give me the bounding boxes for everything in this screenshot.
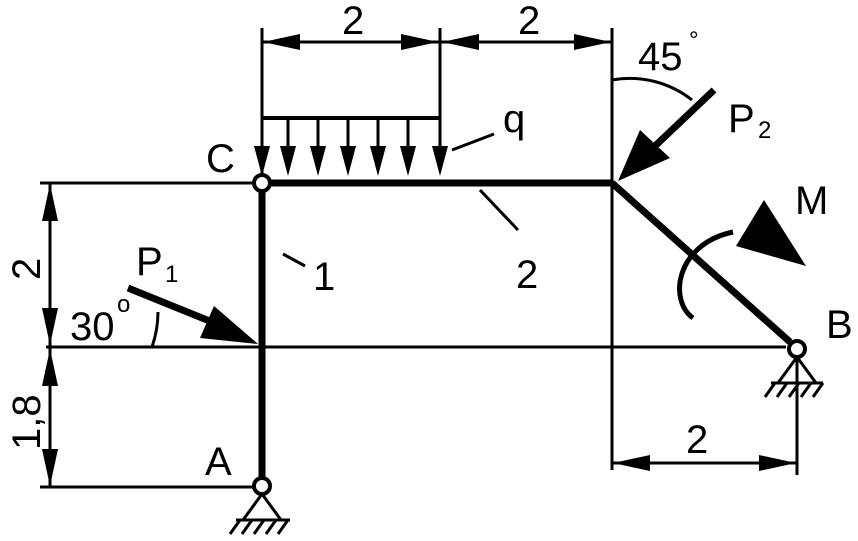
label-dim-bottom-right: 2 [686, 418, 708, 462]
hinge-c [252, 173, 272, 193]
label-angle-45-degree: ° [689, 27, 699, 54]
label-angle-45: 45 [638, 35, 683, 79]
label-p1-subscript: 1 [165, 261, 178, 288]
angle-arc-30 [150, 311, 160, 348]
member-inclined-to-b [609, 180, 793, 345]
hinge-a [252, 476, 272, 496]
text-labels: C A B q P 1 P 2 M 1 2 30 o 45 ° 2 2 2 2 … [5, 0, 853, 484]
label-dim-top-left: 2 [342, 0, 364, 43]
label-angle-30: 30 [70, 305, 115, 349]
leader-member-1 [282, 252, 306, 268]
angle-arc-45 [611, 76, 693, 102]
label-member-2: 2 [516, 253, 538, 297]
leader-q [451, 132, 495, 152]
label-node-b: B [826, 303, 853, 347]
dimension-arrowheads [42, 34, 796, 486]
label-node-c: C [206, 137, 235, 181]
label-moment-m: M [795, 179, 828, 223]
label-node-a: A [205, 440, 232, 484]
label-dim-left-upper: 2 [5, 258, 49, 280]
support-b [763, 356, 825, 398]
label-dim-top-right: 2 [518, 0, 540, 43]
support-a [228, 493, 290, 535]
hinge-b [787, 339, 807, 359]
hinges [252, 173, 807, 496]
frame-members [258, 179, 793, 480]
label-angle-30-degree: o [117, 291, 130, 318]
distributed-load-q [254, 116, 448, 176]
moment-m-arrow [677, 200, 806, 321]
leader-member-2 [478, 188, 520, 232]
label-p2: P [728, 97, 755, 141]
label-q: q [503, 97, 525, 141]
label-p2-subscript: 2 [758, 117, 771, 144]
label-p1: P [136, 240, 163, 284]
force-p2-arrow [618, 87, 717, 181]
label-member-1: 1 [313, 255, 335, 299]
force-p1-arrow [126, 284, 258, 344]
label-dim-left-lower: 1,8 [5, 394, 49, 450]
